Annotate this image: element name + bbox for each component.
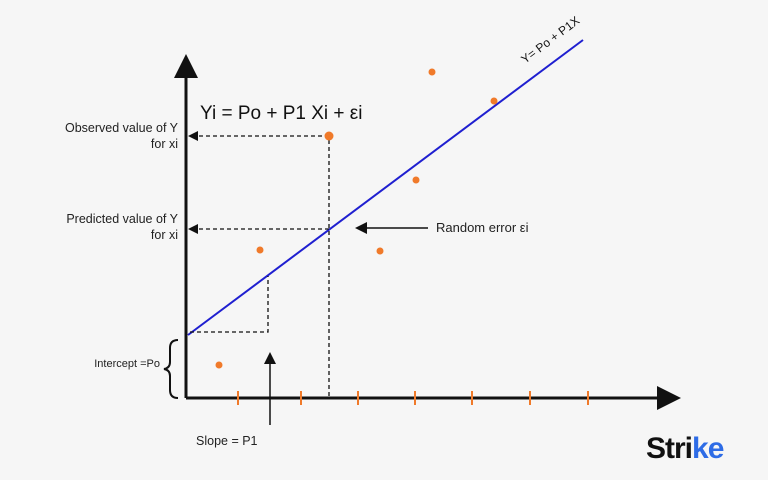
data-point	[428, 68, 436, 76]
data-point	[376, 247, 384, 255]
data-point	[490, 97, 498, 105]
observed-label: Observed value of Y for xi	[64, 121, 178, 151]
data-points	[215, 68, 498, 369]
data-point	[215, 361, 223, 369]
x-ticks	[237, 391, 589, 405]
regression-line	[187, 39, 584, 336]
data-point	[256, 246, 264, 254]
intercept-label: Intercept =Po	[94, 358, 160, 370]
strike-logo: Strike	[646, 432, 724, 465]
random-error-label: Random error εi	[436, 220, 529, 235]
predicted-label: Predicted value of Y for xi	[66, 212, 178, 242]
line-label: Y= Po + P1X	[518, 13, 582, 66]
slope-label: Slope = P1	[196, 434, 258, 448]
data-point	[412, 176, 420, 184]
equation: Yi = Po + P1 Xi + εi	[200, 103, 363, 124]
intercept-brace	[163, 339, 179, 399]
data-point	[324, 131, 334, 141]
slope-triangle	[190, 276, 269, 333]
